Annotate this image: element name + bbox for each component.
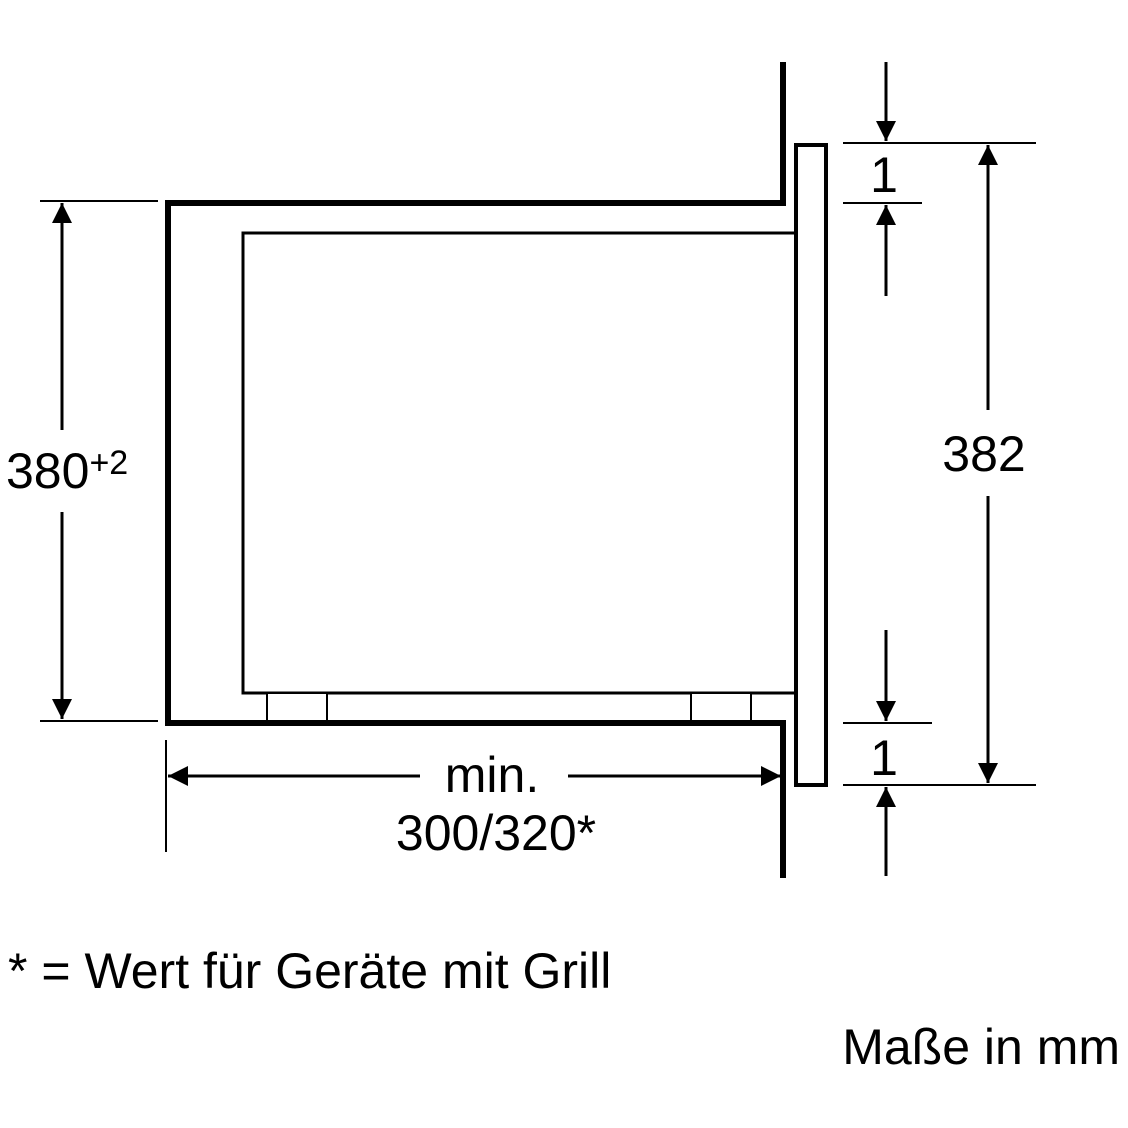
- niche-height-label: 380+2: [6, 443, 128, 499]
- depth-value-label: 300/320*: [396, 805, 596, 861]
- front-height-label: 382: [942, 426, 1025, 482]
- appliance-foot-right: [690, 692, 752, 722]
- grill-footnote: * = Wert für Geräte mit Grill: [8, 943, 612, 999]
- appliance-body: [241, 231, 796, 695]
- bottom-gap-label: 1: [870, 730, 898, 786]
- appliance-front-panel: [794, 143, 828, 787]
- units-note: Maße in mm: [842, 1019, 1120, 1075]
- appliance-foot-left: [266, 692, 328, 722]
- niche-height-tolerance: +2: [89, 444, 128, 482]
- depth-min-label: min.: [445, 747, 539, 803]
- top-gap-label: 1: [870, 147, 898, 203]
- cabinet-wall-profile: [165, 62, 786, 878]
